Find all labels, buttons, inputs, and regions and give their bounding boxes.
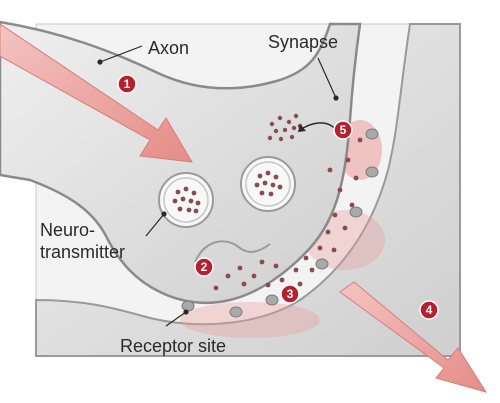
leader-lines — [97, 45, 339, 327]
synapse-label: Synapse — [268, 32, 338, 52]
receptor-site-label: Receptor site — [120, 336, 226, 356]
step-marker-5: 5 — [333, 120, 353, 140]
vesicle-left — [158, 172, 214, 228]
step-2-label: 2 — [201, 260, 208, 274]
vesicle-right — [240, 156, 296, 212]
reuptake-cluster — [267, 113, 303, 142]
cleft-molecules — [213, 137, 363, 291]
step-1-label: 1 — [124, 77, 131, 91]
step-4-label: 4 — [426, 303, 433, 317]
neurotransmitter-label-line2: transmitter — [40, 242, 125, 262]
step-marker-1: 1 — [117, 74, 137, 94]
incoming-signal-arrow — [0, 23, 193, 163]
postsynaptic-neuron — [35, 23, 461, 357]
axon-label: Axon — [148, 38, 189, 58]
step-marker-2: 2 — [194, 257, 214, 277]
step-3-label: 3 — [287, 287, 294, 301]
reuptake-arrowhead — [298, 124, 306, 132]
neurotransmitter-label-line1: Neuro- — [40, 220, 95, 240]
membrane-fold — [194, 240, 271, 263]
receptors — [181, 128, 379, 318]
cleft-glow-bottom — [180, 302, 320, 338]
step-marker-4: 4 — [419, 300, 439, 320]
step-5-label: 5 — [340, 123, 347, 137]
outgoing-signal-arrow — [339, 281, 488, 393]
step-marker-3: 3 — [280, 284, 300, 304]
